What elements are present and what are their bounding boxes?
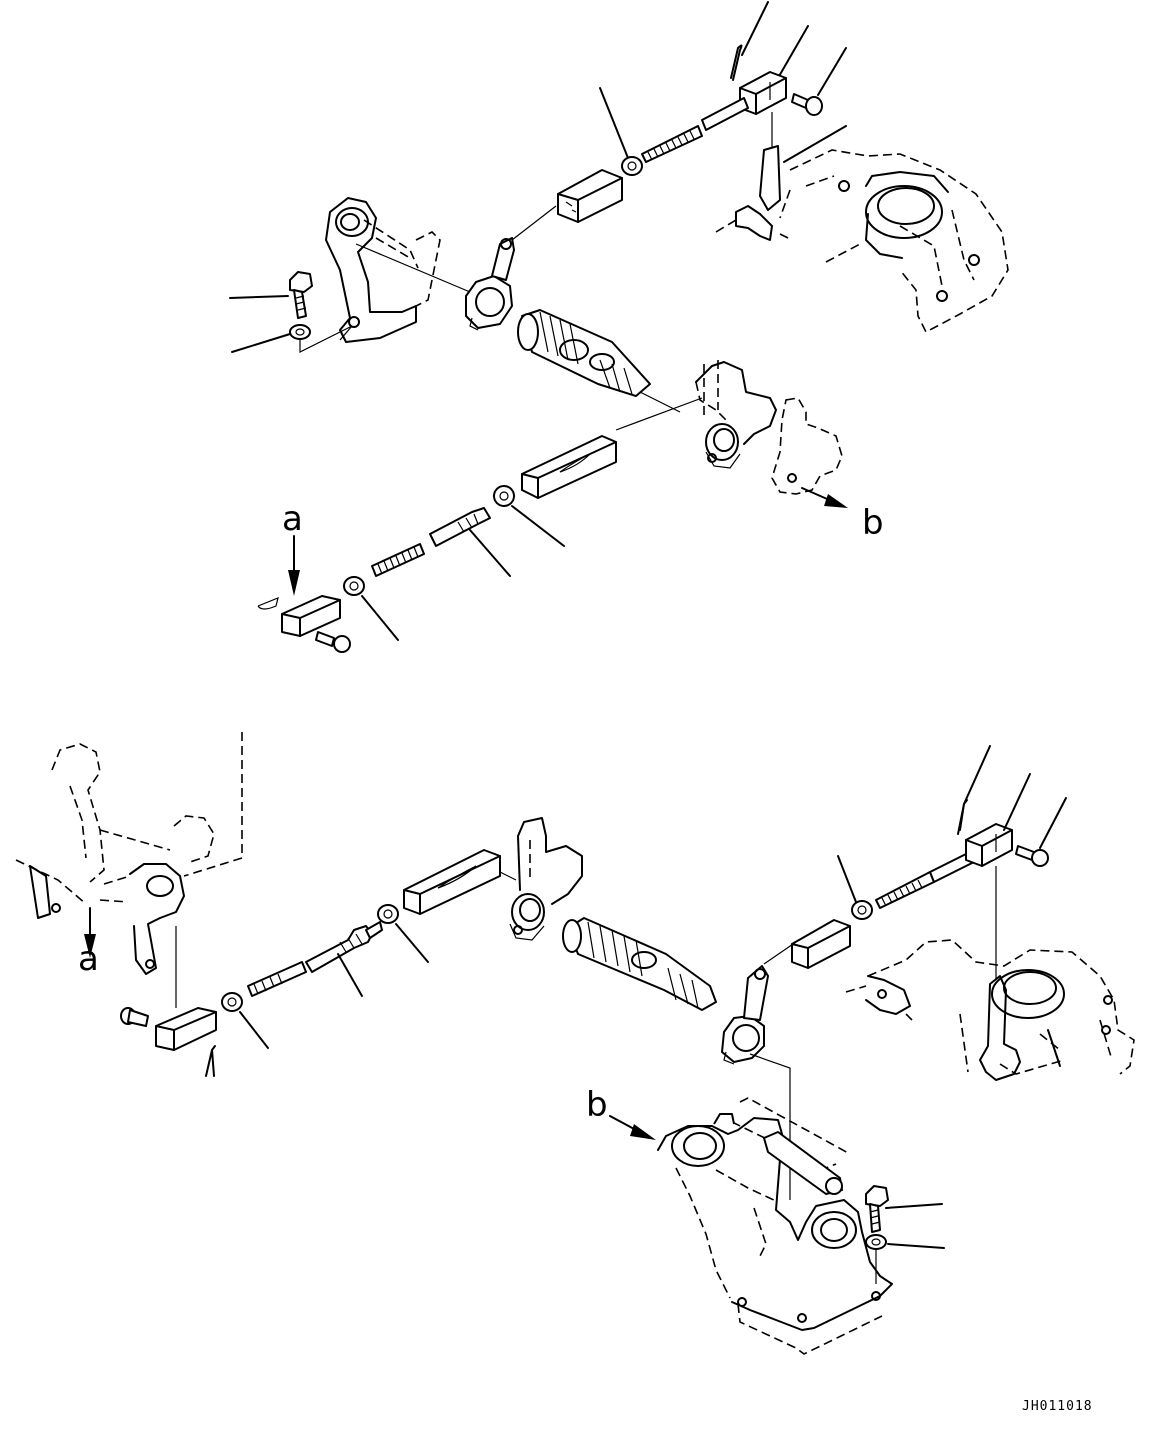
leader-line	[837, 855, 857, 903]
drawing-code: JH011018	[1022, 1399, 1093, 1414]
label-b-lower: b	[586, 1085, 608, 1125]
cotter-pin	[730, 44, 743, 81]
label-a-lower: a	[78, 939, 99, 979]
clevis-yoke-lower-left	[155, 1007, 217, 1051]
spline-shaft-upper	[517, 309, 651, 397]
thread-marks	[647, 130, 695, 161]
nut-upper-mid	[493, 485, 515, 507]
nut-upper-left	[343, 576, 365, 596]
cotter-pin	[957, 799, 968, 835]
assembly-line	[499, 871, 517, 881]
assembly-line	[749, 1053, 791, 1200]
swivel-rod-lower	[305, 921, 383, 973]
leader-line	[395, 923, 429, 963]
assembly-line	[511, 205, 557, 241]
turnbuckle-sleeve-upper	[521, 435, 617, 499]
leader-line	[361, 595, 399, 641]
lever-assembly-upper-right	[695, 360, 777, 469]
leader-line	[887, 1243, 945, 1249]
mount-bracket-upper	[325, 197, 471, 343]
leader-line	[229, 295, 289, 299]
assembly-line	[763, 941, 797, 965]
leader-line	[885, 1203, 943, 1209]
clevis-yoke-lower	[965, 823, 1013, 867]
threaded-rod-lower-left	[247, 961, 307, 997]
cam-plate-upper	[771, 397, 843, 495]
turnbuckle-block-upper	[557, 169, 623, 223]
upper-assembly: b	[229, 1, 1009, 653]
arrow-head	[824, 494, 848, 508]
thread-marks	[881, 879, 923, 907]
spline-shaft-lower	[562, 917, 717, 1011]
leader-line	[1003, 773, 1031, 831]
label-a-upper: a	[282, 499, 303, 539]
bolt-upper-left	[289, 271, 313, 319]
threaded-rod-upper	[641, 125, 703, 163]
lock-nut-lower	[851, 900, 873, 920]
clevis-yoke-upper-left	[257, 595, 341, 637]
transmission-case-upper	[779, 149, 1009, 334]
clevis-pin-lower	[1015, 845, 1049, 867]
swivel-rod-upper	[429, 507, 491, 547]
thread-marks	[377, 546, 419, 575]
thread-marks	[253, 973, 283, 995]
assembly-line	[299, 325, 353, 353]
leader-line	[511, 505, 565, 547]
leader-line	[337, 953, 363, 997]
turnbuckle-sleeve-lower	[403, 849, 501, 915]
cotter-pin	[205, 1045, 216, 1077]
nut-lower-mid	[377, 904, 399, 924]
lower-assembly: a	[15, 732, 1135, 1355]
arrow-head	[630, 1124, 656, 1140]
leader-line	[963, 745, 991, 805]
leader-line	[1039, 797, 1067, 849]
bolt-lower-right	[865, 1185, 889, 1233]
lever-arm-upper	[465, 237, 515, 331]
leader-line	[741, 1, 769, 56]
clevis-pin-lower-left	[120, 1007, 149, 1027]
leader-line	[239, 1011, 269, 1049]
leader-line	[783, 125, 847, 163]
arrow-head	[288, 570, 300, 596]
clevis-pin-upper-left	[315, 631, 351, 653]
frame-line	[183, 732, 243, 877]
clevis-pin-upper	[791, 93, 823, 116]
nut-lower-left	[221, 992, 243, 1012]
rod-upper	[701, 97, 749, 131]
lock-nut-upper	[621, 156, 643, 176]
washer-lower-right	[865, 1234, 887, 1250]
leader-line	[469, 529, 511, 577]
lever-assembly-lower-left	[15, 743, 215, 975]
arrow-head	[84, 934, 96, 958]
transmission-case-lower	[845, 939, 1135, 1081]
bracket	[735, 205, 773, 241]
arrow-b-lower	[609, 1115, 637, 1131]
leader-line	[599, 87, 629, 159]
mount-bracket-lower	[657, 1097, 893, 1355]
assembly-line	[715, 219, 793, 241]
leader-line	[231, 333, 291, 353]
turnbuckle-block-lower	[791, 919, 851, 969]
washer-upper-left	[289, 324, 311, 340]
lever-arm-lower	[721, 965, 769, 1065]
label-b-upper: b	[862, 503, 884, 543]
assembly-line	[615, 397, 703, 431]
lever-upper-right	[759, 145, 781, 211]
leader-line	[777, 25, 809, 79]
leader-line	[817, 47, 847, 96]
lever-assembly-lower-center	[509, 817, 583, 941]
